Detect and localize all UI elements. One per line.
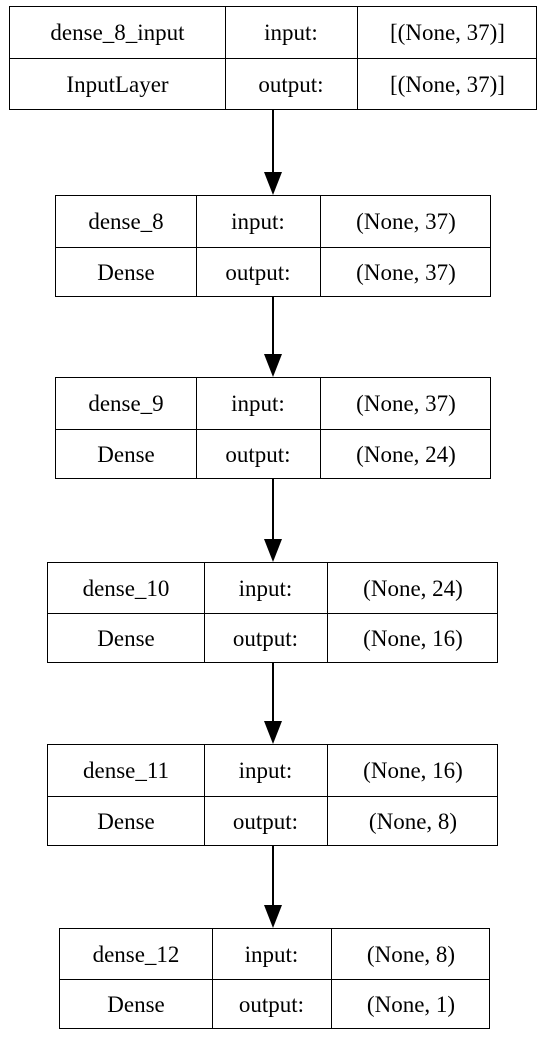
output-label: output: [225, 442, 291, 467]
arrowhead-icon [264, 354, 282, 377]
edge-dense-9-to-dense-10 [264, 479, 282, 562]
output-shape: (None, 16) [363, 626, 463, 651]
edge-dense-10-to-dense-11 [264, 663, 282, 744]
output-label: output: [258, 72, 324, 97]
layer-node-dense-8-input: dense_8_input input: [(None, 37)] InputL… [9, 6, 537, 110]
input-shape: (None, 37) [356, 391, 456, 416]
layer-type: Dense [107, 992, 165, 1017]
edge-dense-8-to-dense-9 [264, 297, 282, 377]
layer-name: dense_10 [82, 575, 170, 601]
layer-name: dense_12 [92, 941, 180, 967]
layer-type: Dense [97, 809, 155, 834]
layer-type: Dense [97, 442, 155, 467]
layer-node-dense-10: dense_10 input: (None, 24) Dense output:… [47, 562, 498, 663]
arrowhead-icon [264, 172, 282, 195]
layer-node-dense-9: dense_9 input: (None, 37) Dense output: … [55, 377, 491, 479]
output-shape: (None, 37) [356, 260, 456, 285]
input-label: input: [244, 941, 299, 967]
output-shape: (None, 1) [366, 992, 456, 1017]
layer-node-dense-12: dense_12 input: (None, 8) Dense output: … [59, 928, 490, 1029]
layer-type: InputLayer [66, 72, 169, 97]
arrowhead-icon [264, 905, 282, 928]
input-shape: [(None, 37)] [390, 20, 505, 45]
input-label: input: [238, 575, 293, 601]
output-shape: [(None, 37)] [390, 72, 505, 97]
input-label: input: [238, 758, 293, 783]
output-label: output: [238, 992, 305, 1017]
input-shape: (None, 16) [363, 758, 463, 783]
output-label: output: [232, 809, 299, 834]
layer-node-dense-11: dense_11 input: (None, 16) Dense output:… [47, 744, 498, 846]
edge-dense-11-to-dense-12 [264, 846, 282, 928]
output-shape: (None, 24) [356, 442, 456, 467]
arrowhead-icon [264, 539, 282, 562]
layer-name: dense_11 [82, 758, 169, 783]
edge-dense-8-input-to-dense-8 [264, 110, 282, 195]
layer-name: dense_8_input [50, 20, 185, 45]
output-label: output: [225, 260, 291, 285]
input-shape: (None, 8) [366, 941, 456, 967]
arrowhead-icon [264, 721, 282, 744]
input-label: input: [231, 391, 285, 416]
input-label: input: [264, 20, 318, 45]
output-label: output: [232, 626, 299, 651]
input-label: input: [231, 209, 285, 234]
input-shape: (None, 37) [356, 209, 456, 234]
layer-type: Dense [97, 626, 155, 651]
input-shape: (None, 24) [363, 575, 463, 601]
layer-type: Dense [97, 260, 155, 285]
layer-name: dense_9 [88, 391, 164, 416]
layer-node-dense-8: dense_8 input: (None, 37) Dense output: … [55, 195, 491, 297]
layer-name: dense_8 [88, 209, 164, 234]
output-shape: (None, 8) [368, 809, 458, 834]
